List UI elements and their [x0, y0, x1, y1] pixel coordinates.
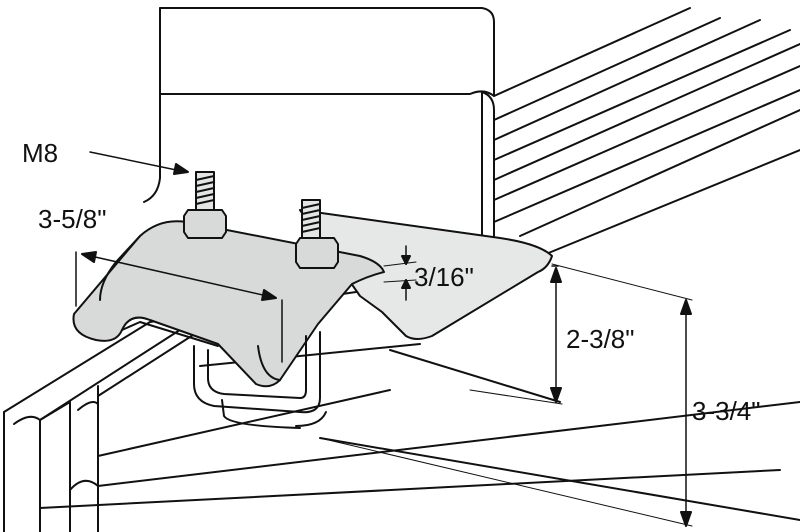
stud-right	[295, 199, 339, 269]
overall-height-dimension	[319, 263, 693, 527]
clamp-width-dimension	[75, 251, 283, 363]
beam-flange-lines	[493, 7, 800, 255]
u-bolt	[193, 331, 327, 429]
thread-size-label: M8	[22, 138, 58, 168]
overall-height-label: 3-3/4"	[692, 396, 761, 426]
beam-flange	[299, 209, 553, 340]
clamp-width-label: 3-5/8"	[38, 204, 107, 234]
flange-height-label: 2-3/8"	[566, 324, 635, 354]
flange-height-dimension	[469, 265, 563, 405]
thickness-dimension	[383, 245, 417, 301]
thread-leader	[89, 151, 189, 175]
plate-thickness-label: 3/16"	[414, 262, 474, 292]
stud-left	[183, 171, 227, 239]
